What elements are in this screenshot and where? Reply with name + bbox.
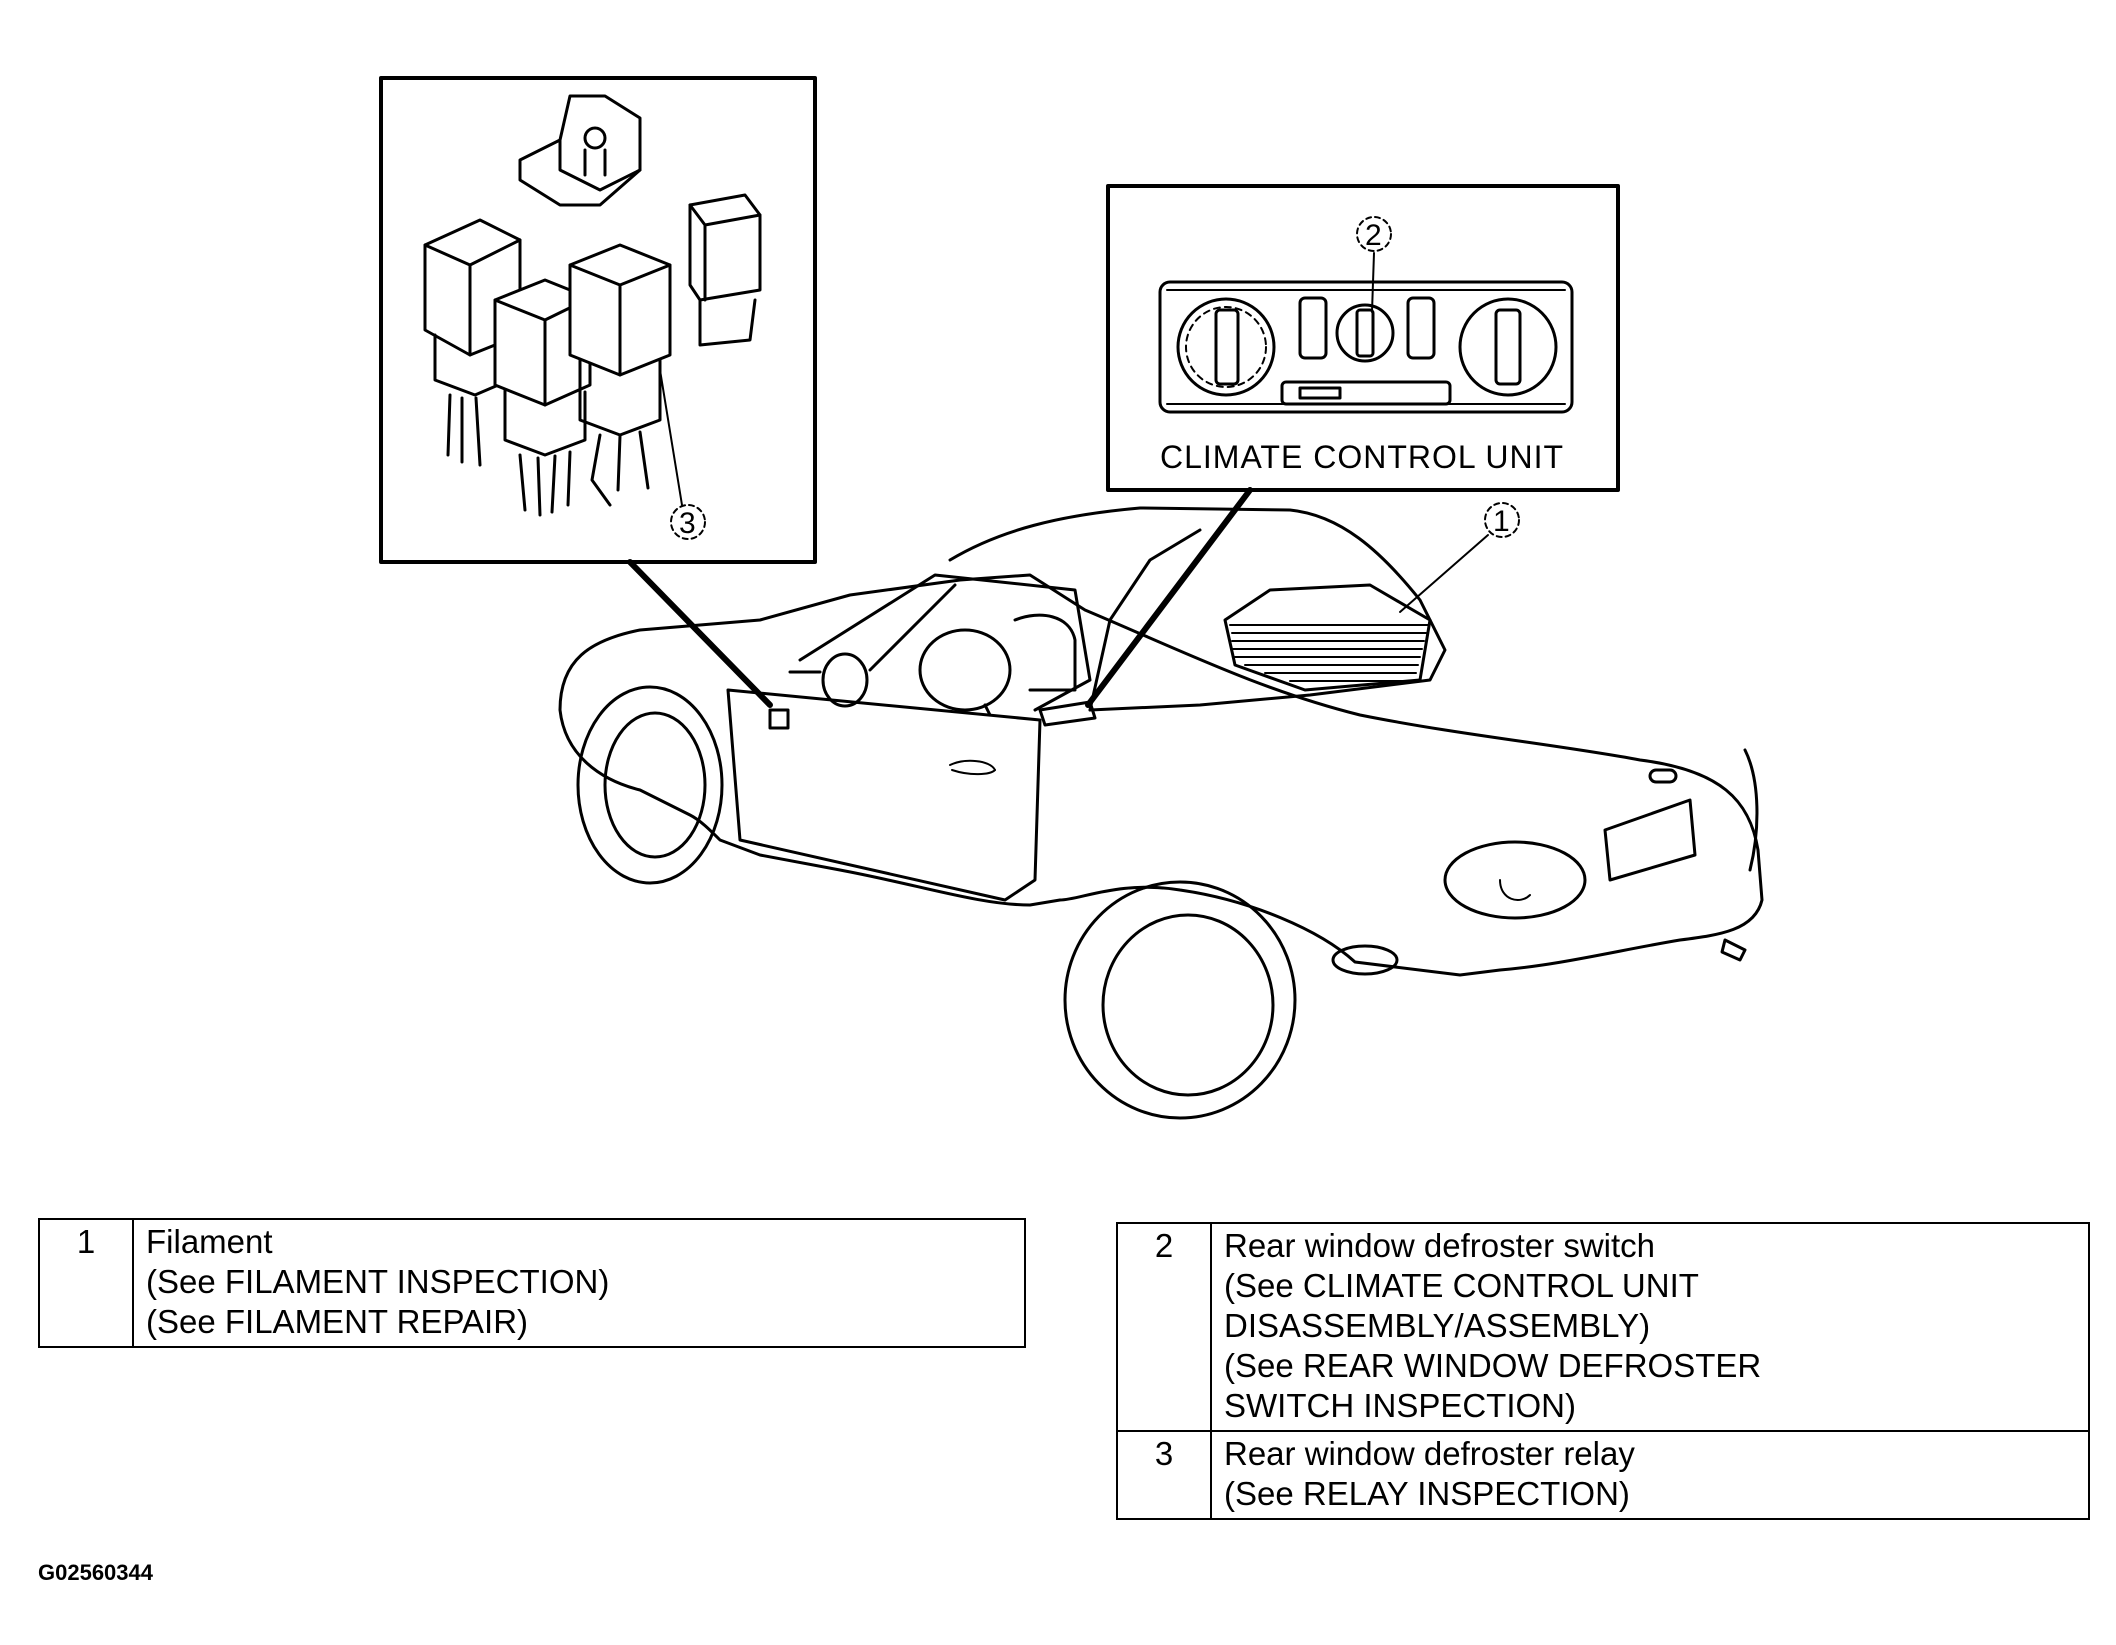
legend-row: 3 Rear window defroster relay (See RELAY… bbox=[1116, 1430, 2090, 1520]
legend-line: DISASSEMBLY/ASSEMBLY) bbox=[1224, 1307, 1651, 1344]
legend-line: Rear window defroster switch bbox=[1224, 1227, 1655, 1264]
callout-number-2: 2 bbox=[1365, 219, 1382, 252]
rear-wheel bbox=[1063, 880, 1297, 1120]
relay-inset bbox=[379, 76, 817, 564]
filament-callout bbox=[1399, 502, 1520, 613]
climate-control-unit-label: CLIMATE CONTROL UNIT bbox=[1160, 439, 1564, 475]
car-illustration bbox=[558, 506, 1764, 1120]
figure-code: G02560344 bbox=[38, 1560, 153, 1585]
callout-number-1: 1 bbox=[1493, 505, 1510, 538]
legend-row: 2 Rear window defroster switch (See CLIM… bbox=[1116, 1222, 2090, 1432]
legend-line: Filament bbox=[146, 1223, 273, 1260]
legend-line: (See FILAMENT REPAIR) bbox=[146, 1303, 529, 1340]
legend-table-right: 2 Rear window defroster switch (See CLIM… bbox=[1116, 1222, 2090, 1520]
legend-number: 2 bbox=[1116, 1222, 1212, 1432]
legend-description: Filament (See FILAMENT INSPECTION) (See … bbox=[132, 1218, 1026, 1348]
legend-number: 3 bbox=[1116, 1430, 1212, 1520]
legend-line: (See REAR WINDOW DEFROSTER bbox=[1224, 1347, 1762, 1384]
legend-table-left: 1 Filament (See FILAMENT INSPECTION) (Se… bbox=[38, 1218, 1026, 1348]
legend-number: 1 bbox=[38, 1218, 134, 1348]
front-wheel bbox=[576, 685, 724, 885]
legend-line: (See RELAY INSPECTION) bbox=[1224, 1475, 1630, 1512]
legend-line: SWITCH INSPECTION) bbox=[1224, 1387, 1576, 1424]
legend-row: 1 Filament (See FILAMENT INSPECTION) (Se… bbox=[38, 1218, 1026, 1348]
relay-leader-line bbox=[627, 559, 773, 708]
climate-control-inset bbox=[1106, 184, 1620, 492]
climate-leader-line bbox=[1085, 487, 1253, 708]
legend-description: Rear window defroster relay (See RELAY I… bbox=[1210, 1430, 2090, 1520]
legend-line: Rear window defroster relay bbox=[1224, 1435, 1635, 1472]
rear-window-defroster bbox=[1223, 583, 1432, 692]
callout-number-3: 3 bbox=[679, 507, 696, 540]
legend-line: (See CLIMATE CONTROL UNIT bbox=[1224, 1267, 1699, 1304]
legend-description: Rear window defroster switch (See CLIMAT… bbox=[1210, 1222, 2090, 1432]
relay-block bbox=[568, 243, 672, 507]
relay-block bbox=[493, 278, 592, 517]
legend-line: (See FILAMENT INSPECTION) bbox=[146, 1263, 610, 1300]
relay-block bbox=[688, 193, 762, 347]
